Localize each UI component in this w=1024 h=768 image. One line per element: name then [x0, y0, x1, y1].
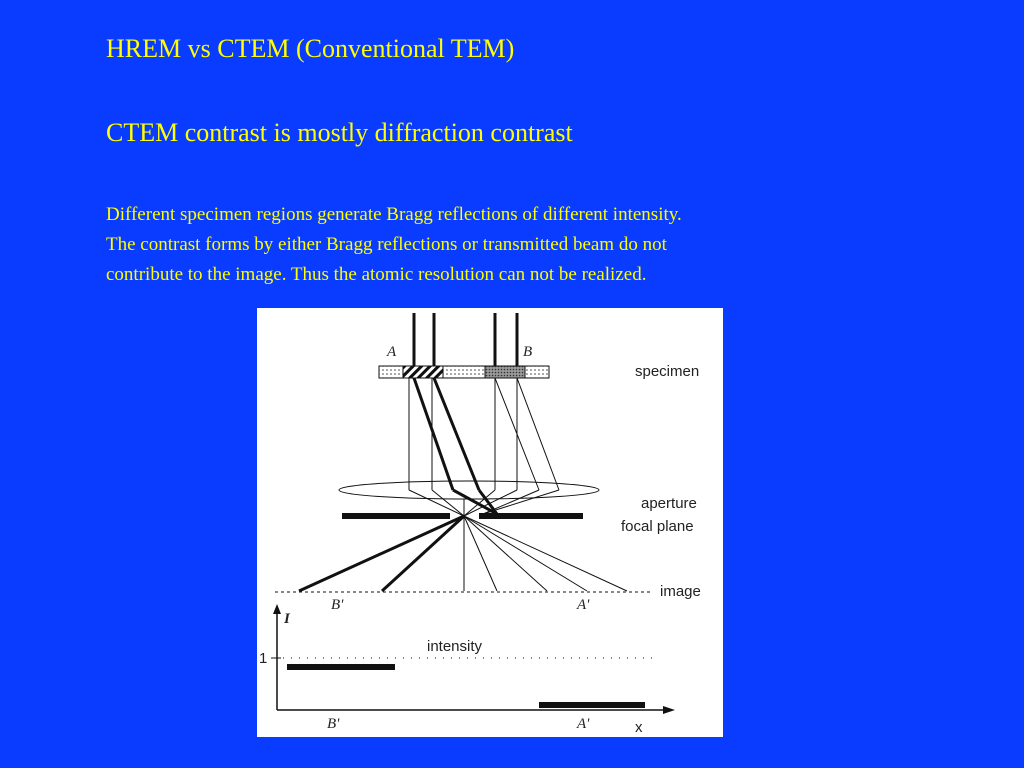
- ray: [482, 489, 540, 515]
- a-prime-label: A': [576, 597, 590, 613]
- image-ray: [463, 515, 548, 592]
- aperture-plate-left: [342, 513, 450, 519]
- region-b-label: B: [523, 344, 532, 360]
- ray-thick: [477, 489, 499, 515]
- paragraph-line: The contrast forms by either Bragg refle…: [106, 234, 667, 255]
- y-axis-arrow: [273, 604, 281, 614]
- ctem-diagram-svg: A B specimen: [259, 313, 701, 736]
- image-label: image: [660, 583, 701, 600]
- plot-a-prime-label: A': [576, 716, 590, 732]
- x-axis-label: x: [635, 719, 643, 736]
- specimen-label: specimen: [635, 363, 699, 380]
- unity-tick-label: 1: [259, 650, 267, 667]
- slide-subtitle: CTEM contrast is mostly diffraction cont…: [106, 118, 573, 147]
- image-ray: [463, 515, 628, 592]
- image-ray-thick: [298, 514, 465, 593]
- slide-paragraph: Different specimen regions generate Brag…: [106, 200, 926, 290]
- aperture-plate-right: [479, 513, 583, 519]
- b-prime-label: B': [331, 597, 344, 613]
- objective-lens: [338, 480, 600, 500]
- intensity-caption: intensity: [427, 638, 483, 655]
- paragraph-line: Different specimen regions generate Brag…: [106, 204, 682, 225]
- intensity-bar-b-prime: [287, 664, 395, 670]
- diffracted-beam-a: [412, 377, 455, 491]
- slide-title: HREM vs CTEM (Conventional TEM): [106, 34, 515, 63]
- focal-plane-label: focal plane: [621, 518, 694, 535]
- intensity-plot: [271, 604, 675, 714]
- diffracted-beam-b: [494, 377, 540, 491]
- region-a-label: A: [386, 344, 397, 360]
- image-ray: [463, 515, 498, 592]
- diffracted-beam-b: [516, 377, 560, 491]
- ray-thick: [452, 488, 498, 516]
- ray: [431, 489, 465, 517]
- diffracted-beam-a: [432, 377, 481, 491]
- x-axis-arrow: [663, 706, 675, 714]
- specimen-bar: [378, 365, 550, 379]
- ray: [408, 489, 465, 517]
- intensity-bar-a-prime: [539, 702, 645, 708]
- aperture-label: aperture: [641, 495, 697, 512]
- plot-b-prime-label: B': [327, 716, 340, 732]
- ctem-diagram: A B specimen: [257, 308, 723, 737]
- paragraph-line: contribute to the image. Thus the atomic…: [106, 264, 647, 285]
- image-ray-thick: [380, 514, 466, 593]
- intensity-axis-label: I: [283, 611, 291, 627]
- ray: [482, 489, 560, 515]
- image-ray: [463, 515, 588, 592]
